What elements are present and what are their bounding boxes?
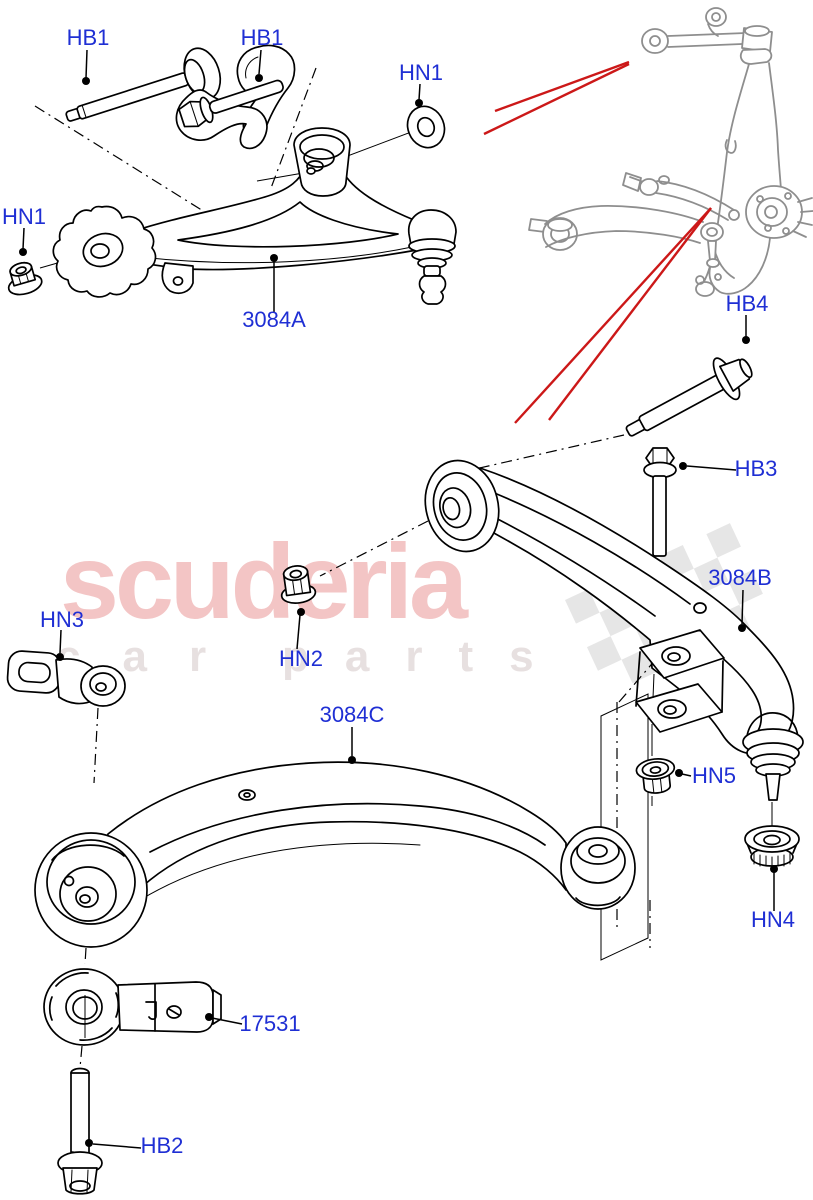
- callout-label-hn1-front[interactable]: HN1: [2, 204, 46, 229]
- callout-label-hn2[interactable]: HN2: [279, 646, 323, 671]
- mount-bracket-part: [43, 968, 222, 1046]
- watermark-brand-text: scuderia: [60, 523, 469, 641]
- dot-hb1-rear: [255, 74, 263, 82]
- callout-label-hn1-rear[interactable]: HN1: [399, 60, 443, 85]
- lower-arm-front-part: [34, 761, 636, 948]
- mounting-plane-panel: [600, 693, 649, 961]
- leader-hn3: [59, 629, 62, 654]
- dot-hn3: [56, 653, 64, 661]
- dot-3084b: [738, 624, 746, 632]
- hb1-rear-bolt-part: [178, 79, 284, 128]
- dot-hb1-front: [82, 77, 90, 85]
- reference-pointer-lines: [483, 60, 712, 424]
- callout-label-hb4[interactable]: HB4: [726, 291, 769, 316]
- hb4-bolt-part: [625, 357, 753, 437]
- dot-hn5: [675, 769, 683, 777]
- callout-label-3084b[interactable]: 3084B: [708, 565, 772, 590]
- hn1-rear-washer-part: [406, 105, 446, 149]
- lower-arm-rear-part: [424, 459, 804, 801]
- dot-hb3: [679, 462, 687, 470]
- callout-label-hb2[interactable]: HB2: [141, 1133, 184, 1158]
- dot-3084c: [348, 756, 356, 764]
- callout-label-3084a[interactable]: 3084A: [242, 307, 306, 332]
- dot-3084a: [270, 254, 278, 262]
- dot-17531: [205, 1013, 213, 1021]
- leader-hb2: [92, 1143, 142, 1149]
- callout-label-hn4[interactable]: HN4: [751, 907, 795, 932]
- leader-hn1-front: [22, 227, 25, 250]
- callouts: HB1 HB1 HN1 HN1 3084A HB4 HB3 3084B HN2 …: [2, 25, 795, 1158]
- dot-hn4: [770, 865, 778, 873]
- callout-label-hb1-front[interactable]: HB1: [67, 25, 110, 50]
- dot-hn1-front: [19, 248, 27, 256]
- red-pointer-lower-2: [548, 207, 712, 421]
- watermark-tagline-word2: parts: [282, 632, 570, 681]
- hb3-bolt-part: [643, 447, 677, 663]
- dot-hn1-rear: [415, 99, 423, 107]
- dot-hb4: [742, 336, 750, 344]
- leader-3084b: [741, 589, 744, 625]
- hn3-link-part: [6, 650, 126, 707]
- leader-hn2: [296, 614, 301, 650]
- hn4-nut-part: [744, 825, 800, 867]
- leader-hb1-rear: [258, 49, 262, 75]
- callout-label-hb1-rear[interactable]: HB1: [241, 25, 284, 50]
- upper-control-arm-part: [52, 127, 457, 305]
- dot-hn2: [297, 608, 305, 616]
- red-pointer-upper-2: [483, 62, 630, 136]
- hn5-nut-part: [635, 758, 676, 794]
- callout-label-hn3[interactable]: HN3: [40, 607, 84, 632]
- hn2-nut-part: [280, 565, 317, 604]
- hb1-front-bolt-part: [65, 47, 222, 122]
- red-pointer-upper-1: [494, 60, 630, 113]
- callout-label-17531[interactable]: 17531: [239, 1011, 300, 1036]
- reference-assembly-thumbnail: [528, 7, 813, 297]
- red-pointer-lower-1: [514, 207, 712, 424]
- dot-hb2: [85, 1139, 93, 1147]
- callout-label-hb3[interactable]: HB3: [735, 456, 778, 481]
- leader-hn1-rear: [418, 83, 421, 101]
- watermark: scuderia car parts: [56, 523, 763, 684]
- callout-label-hn5[interactable]: HN5: [692, 763, 736, 788]
- hb2-bolt-part: [57, 1067, 103, 1195]
- leader-hb1-front: [85, 49, 88, 79]
- hn1-front-nut-part: [7, 261, 43, 296]
- leader-17531: [211, 1017, 243, 1025]
- leader-hn5: [681, 773, 692, 777]
- leader-hb3: [686, 465, 737, 471]
- callout-label-3084c[interactable]: 3084C: [320, 702, 385, 727]
- hb1-front-clip-detail: [245, 56, 259, 79]
